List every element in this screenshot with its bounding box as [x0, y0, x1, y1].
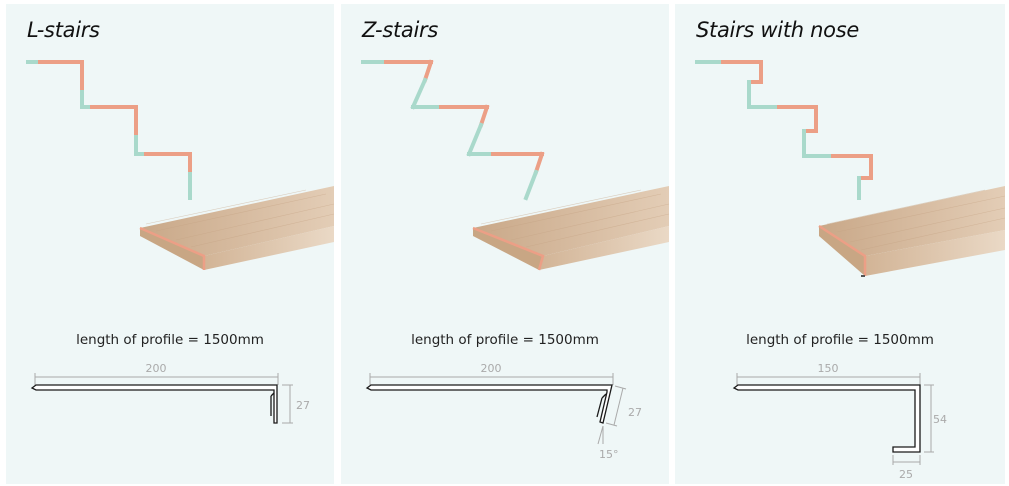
profile-cross-section: 200 27: [30, 362, 310, 424]
panel-title: L-stairs: [27, 18, 100, 42]
profile-cross-section: 150 54 25: [732, 362, 947, 481]
stair-outline: [361, 59, 545, 201]
wood-profile: [818, 186, 1005, 277]
profile-length-label: length of profile = 1500mm: [76, 332, 264, 348]
nose-dimension-label: 25: [899, 468, 913, 481]
height-dimension-label: 27: [296, 399, 310, 412]
height-dimension-label: 27: [628, 406, 642, 419]
angle-dimension-label: 15°: [599, 448, 619, 461]
profile-cross-section: 200 27 15°: [365, 362, 642, 461]
panel-l-stairs: L-stairs: [6, 4, 334, 484]
width-dimension-label: 150: [818, 362, 839, 375]
panel-z-stairs: Z-stairs: [341, 4, 669, 484]
wood-profile: [472, 186, 669, 271]
nose-stairs-illustration: 150 54 25: [695, 60, 1005, 481]
height-dimension-label: 54: [933, 413, 947, 426]
profile-length-label: length of profile = 1500mm: [746, 332, 934, 348]
panel-title: Stairs with nose: [696, 18, 859, 42]
wood-profile: [139, 186, 334, 270]
stair-outline: [695, 60, 873, 200]
panel-stairs-with-nose: Stairs with nose: [675, 4, 1005, 484]
stair-outline: [26, 60, 192, 200]
width-dimension-label: 200: [146, 362, 167, 375]
profile-length-label: length of profile = 1500mm: [411, 332, 599, 348]
l-stairs-illustration: 200 27: [26, 60, 334, 424]
panel-title: Z-stairs: [362, 18, 438, 42]
z-stairs-illustration: 200 27 15°: [361, 59, 669, 461]
width-dimension-label: 200: [481, 362, 502, 375]
